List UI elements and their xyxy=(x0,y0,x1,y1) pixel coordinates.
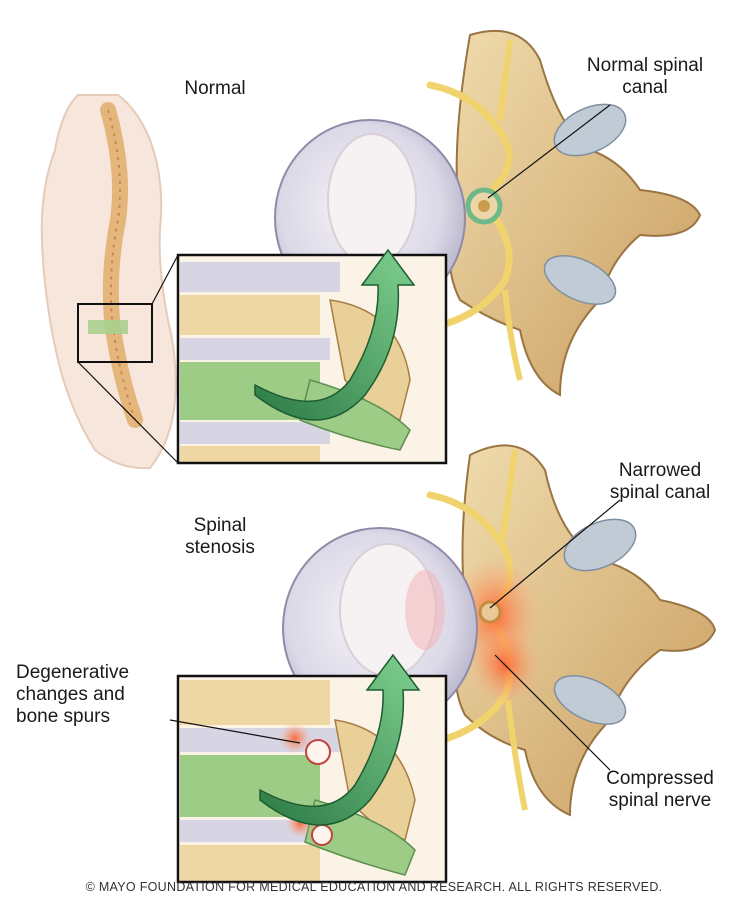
copyright-notice: © MAYO FOUNDATION FOR MEDICAL EDUCATION … xyxy=(0,880,748,894)
normal-sideview xyxy=(178,255,446,466)
label-normal: Normal xyxy=(150,78,280,100)
label-narrowed-spinal-canal: Narrowed spinal canal xyxy=(585,460,735,504)
stenosis-sideview xyxy=(178,676,446,885)
label-compressed-spinal-nerve: Compressed spinal nerve xyxy=(585,768,735,812)
narrowed-spinal-canal xyxy=(480,602,500,622)
label-degenerative-changes: Degenerative changes and bone spurs xyxy=(16,662,186,728)
label-normal-spinal-canal: Normal spinal canal xyxy=(570,55,720,99)
label-spinal-stenosis: Spinal stenosis xyxy=(165,515,275,559)
